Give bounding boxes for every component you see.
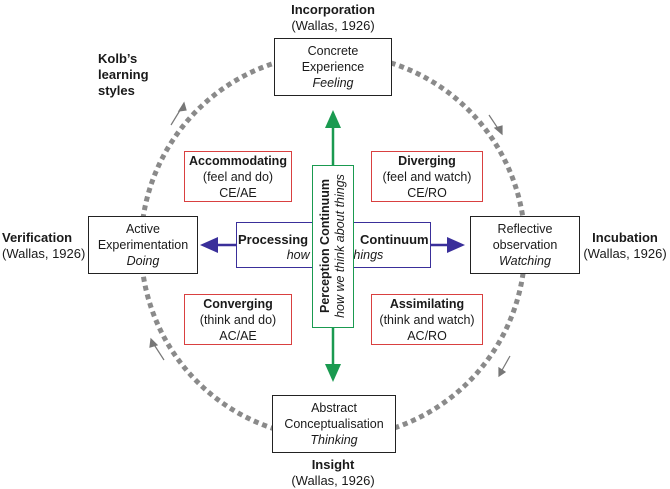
style-code: CE/RO bbox=[407, 185, 447, 200]
stage-incorporation: Incorporation (Wallas, 1926) bbox=[268, 2, 398, 34]
perception-continuum-label: Perception Continuum how we think about … bbox=[318, 166, 348, 326]
mode-line-1: Reflective bbox=[497, 222, 553, 236]
title-line-1: Kolb’s bbox=[98, 51, 138, 66]
stage-title: Insight bbox=[311, 457, 355, 472]
diagram-title: Kolb’s learning styles bbox=[98, 51, 168, 99]
stage-insight: Insight (Wallas, 1926) bbox=[268, 457, 398, 489]
style-desc: (think and watch) bbox=[379, 312, 475, 327]
perception-continuum-box bbox=[312, 165, 354, 328]
mode-emphasis: Watching bbox=[499, 254, 551, 268]
style-desc: (feel and watch) bbox=[382, 169, 472, 184]
title-line-3: styles bbox=[98, 83, 135, 98]
cycle-arrow-top-left bbox=[170, 101, 187, 126]
style-name: Assimilating bbox=[389, 296, 465, 311]
cycle-arrow-top-right bbox=[488, 114, 503, 136]
stage-title: Incubation bbox=[592, 230, 658, 245]
stage-title: Incorporation bbox=[291, 2, 375, 17]
title-line-2: learning bbox=[98, 67, 149, 82]
stage-citation: (Wallas, 1926) bbox=[291, 473, 375, 488]
mode-emphasis: Thinking bbox=[310, 433, 358, 447]
style-code: AC/RO bbox=[407, 328, 447, 343]
mode-line-2: Experimentation bbox=[97, 238, 189, 252]
style-converging: Converging (think and do) AC/AE bbox=[184, 294, 292, 345]
cycle-direction-arrows bbox=[149, 101, 511, 378]
style-assimilating: Assimilating (think and watch) AC/RO bbox=[371, 294, 483, 345]
style-code: AC/AE bbox=[219, 328, 257, 343]
mode-reflective-observation: Reflective observation Watching bbox=[470, 216, 580, 274]
mode-active-experimentation: Active Experimentation Doing bbox=[88, 216, 198, 274]
style-name: Diverging bbox=[398, 153, 456, 168]
mode-line-2: Experience bbox=[301, 60, 365, 74]
continuum-word: Continuum bbox=[360, 232, 429, 247]
stage-verification: Verification (Wallas, 1926) bbox=[2, 230, 92, 262]
stage-incubation: Incubation (Wallas, 1926) bbox=[580, 230, 670, 262]
style-desc: (think and do) bbox=[199, 312, 277, 327]
style-accommodating: Accommodating (feel and do) CE/AE bbox=[184, 151, 292, 202]
style-diverging: Diverging (feel and watch) CE/RO bbox=[371, 151, 483, 202]
stage-title: Verification bbox=[2, 230, 73, 245]
stage-citation: (Wallas, 1926) bbox=[291, 18, 375, 33]
mode-emphasis: Feeling bbox=[312, 76, 354, 90]
cycle-arrow-bottom-right bbox=[498, 355, 511, 378]
mode-line-1: Concrete bbox=[307, 44, 359, 58]
perception-subtitle: how we think about things bbox=[333, 174, 347, 318]
mode-emphasis: Doing bbox=[126, 254, 160, 268]
processing-word: Processing bbox=[238, 232, 309, 247]
stage-citation: (Wallas, 1926) bbox=[2, 246, 86, 261]
mode-concrete-experience: Concrete Experience Feeling bbox=[274, 38, 392, 96]
mode-line-1: Abstract bbox=[311, 401, 357, 415]
mode-abstract-conceptualisation: Abstract Conceptualisation Thinking bbox=[272, 395, 396, 453]
mode-line-2: observation bbox=[492, 238, 558, 252]
stage-citation: (Wallas, 1926) bbox=[583, 246, 667, 261]
cycle-arrow-bottom-left bbox=[149, 337, 165, 361]
style-code: CE/AE bbox=[219, 185, 257, 200]
style-name: Accommodating bbox=[189, 153, 287, 168]
style-name: Converging bbox=[203, 296, 273, 311]
mode-line-1: Active bbox=[125, 222, 161, 236]
style-desc: (feel and do) bbox=[202, 169, 274, 184]
mode-line-2: Conceptualisation bbox=[284, 417, 384, 431]
perception-title: Perception Continuum bbox=[318, 178, 332, 314]
